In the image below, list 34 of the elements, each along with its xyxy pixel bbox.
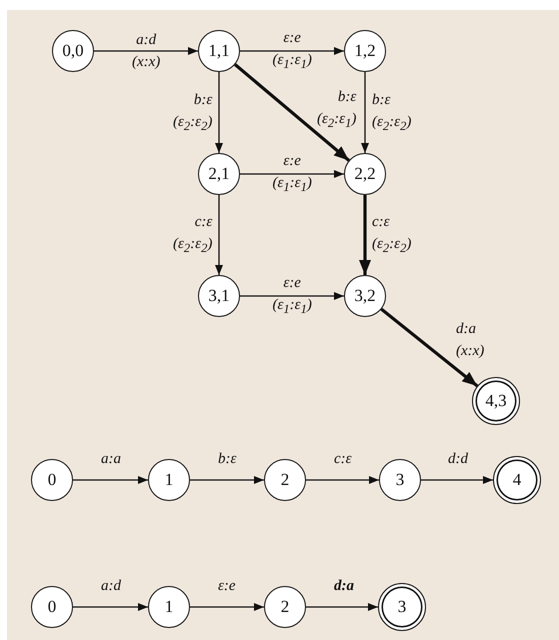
edge-label: b:ε (ε$_{2}$:ε$_{1}$): [317, 88, 356, 132]
edge-label: c:ε: [334, 450, 352, 469]
arrow: [361, 72, 369, 153]
arrow: [190, 603, 264, 611]
edge-label: ε:e (ε$_{1}$:ε$_{1}$): [272, 152, 312, 196]
arrow: [306, 603, 378, 611]
arrow: [73, 476, 148, 484]
edge-label: a:a: [101, 450, 121, 469]
arrow: [190, 476, 264, 484]
edge-label: a:d (x:x): [132, 31, 160, 72]
edge-label: ε:e (ε$_{1}$:ε$_{1}$): [272, 29, 312, 73]
arrow: [240, 170, 344, 178]
edge-label: d:d: [448, 450, 468, 469]
arrow: [359, 195, 371, 275]
arrow: [215, 195, 223, 275]
arrow: [94, 47, 198, 55]
edge-label: c:ε (ε$_{2}$:ε$_{2}$): [372, 213, 412, 257]
arrow: [234, 63, 350, 162]
edge-label: b:ε: [218, 450, 236, 469]
arrow: [215, 72, 223, 153]
edge-label: ε:e (ε$_{1}$:ε$_{1}$): [272, 274, 312, 318]
edge-label: d:a (x:x): [456, 320, 484, 361]
arrow: [306, 476, 379, 484]
edge-label: ε:e: [218, 577, 236, 596]
edge-label: b:ε (ε$_{2}$:ε$_{2}$): [372, 91, 412, 135]
arrow: [73, 603, 148, 611]
edge-label: d:a: [334, 577, 354, 596]
edge-label: c:ε (ε$_{2}$:ε$_{2}$): [173, 213, 212, 257]
edge-label: b:ε (ε$_{2}$:ε$_{2}$): [173, 91, 212, 135]
arrow: [240, 292, 344, 300]
arrow: [421, 476, 493, 484]
arrow: [380, 308, 478, 388]
edge-label: a:d: [101, 577, 121, 596]
arrow: [240, 47, 344, 55]
